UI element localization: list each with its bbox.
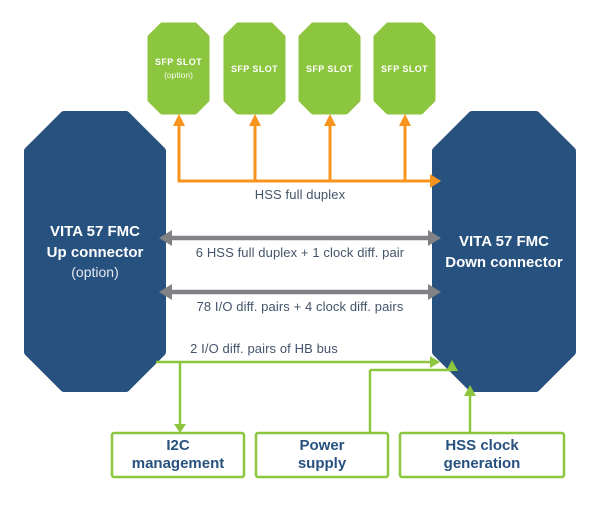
down-connector-subtitle: Down connector: [445, 253, 563, 271]
sfp-slot-1: SFP SLOT (option): [150, 25, 207, 112]
sfp-slot-2-label: SFP SLOT: [230, 63, 279, 74]
hss-clock-generation-text: HSS clock generation: [443, 437, 521, 472]
power-link-arrowhead-up: [446, 360, 458, 371]
sfp-slot-shape-4: [373, 22, 436, 115]
up-connector-option-note: (option): [71, 263, 119, 280]
sfp-slot-4-label: SFP SLOT: [380, 63, 429, 74]
up-connector-title: VITA 57 FMC: [49, 222, 140, 240]
down-connector-shape: [432, 111, 576, 392]
sfp-bus-arrowhead-up-4: [399, 114, 411, 126]
sfp-slot-3: SFP SLOT: [301, 25, 358, 112]
sfp-slot-3-label: SFP SLOT: [305, 63, 354, 74]
sfp-slot-shape-3: [298, 22, 361, 115]
sfp-bus-arrowhead-up-1: [173, 114, 185, 126]
up-connector-subtitle: Up connector: [46, 243, 144, 261]
sfp-bus-arrowhead-up-2: [249, 114, 261, 126]
power-supply-label: Power supply: [256, 433, 388, 477]
hb-bus-label: 2 I/O diff. pairs of HB bus: [190, 341, 338, 356]
sfp-bus-arrowhead-right: [430, 174, 441, 188]
io-bus-arrowhead-left: [159, 284, 172, 300]
hss-bus-arrowhead-left: [159, 230, 172, 246]
i2c-link-arrowhead-down: [174, 424, 186, 433]
sfp-bus-label: HSS full duplex: [254, 187, 346, 202]
sfp-slot-shape-1: [147, 22, 210, 115]
up-connector: VITA 57 FMC Up connector (option): [28, 115, 162, 388]
sfp-slot-2: SFP SLOT: [226, 25, 283, 112]
i2c-management-text: I2C management: [131, 437, 225, 472]
io-bus-arrowhead-right: [428, 284, 441, 300]
sfp-bus-arrowhead-up-3: [324, 114, 336, 126]
sfp-slot-4: SFP SLOT: [376, 25, 433, 112]
hss-bus-label: 6 HSS full duplex + 1 clock diff. pair: [195, 245, 405, 260]
sfp-slot-1-option-note: (option): [164, 70, 193, 80]
down-connector-title: VITA 57 FMC: [458, 232, 549, 250]
down-connector: VITA 57 FMC Down connector: [436, 115, 572, 388]
sfp-slot-shape-2: [223, 22, 286, 115]
hb-bus-arrowhead-right: [430, 356, 440, 368]
i2c-management-box: [110, 431, 246, 479]
i2c-management-label: I2C management: [112, 433, 244, 477]
power-supply-box: [254, 431, 390, 479]
hssclk-link-arrowhead-up: [464, 385, 476, 396]
hss-clock-generation-box: [398, 431, 566, 479]
power-supply-text: Power supply: [297, 437, 347, 472]
sfp-slot-1-label: SFP SLOT: [154, 57, 203, 67]
io-bus-label: 78 I/O diff. pairs + 4 clock diff. pairs: [196, 299, 404, 314]
hss-bus-arrowhead-right: [428, 230, 441, 246]
up-connector-shape: [24, 111, 166, 392]
hss-clock-generation-label: HSS clock generation: [400, 433, 564, 477]
